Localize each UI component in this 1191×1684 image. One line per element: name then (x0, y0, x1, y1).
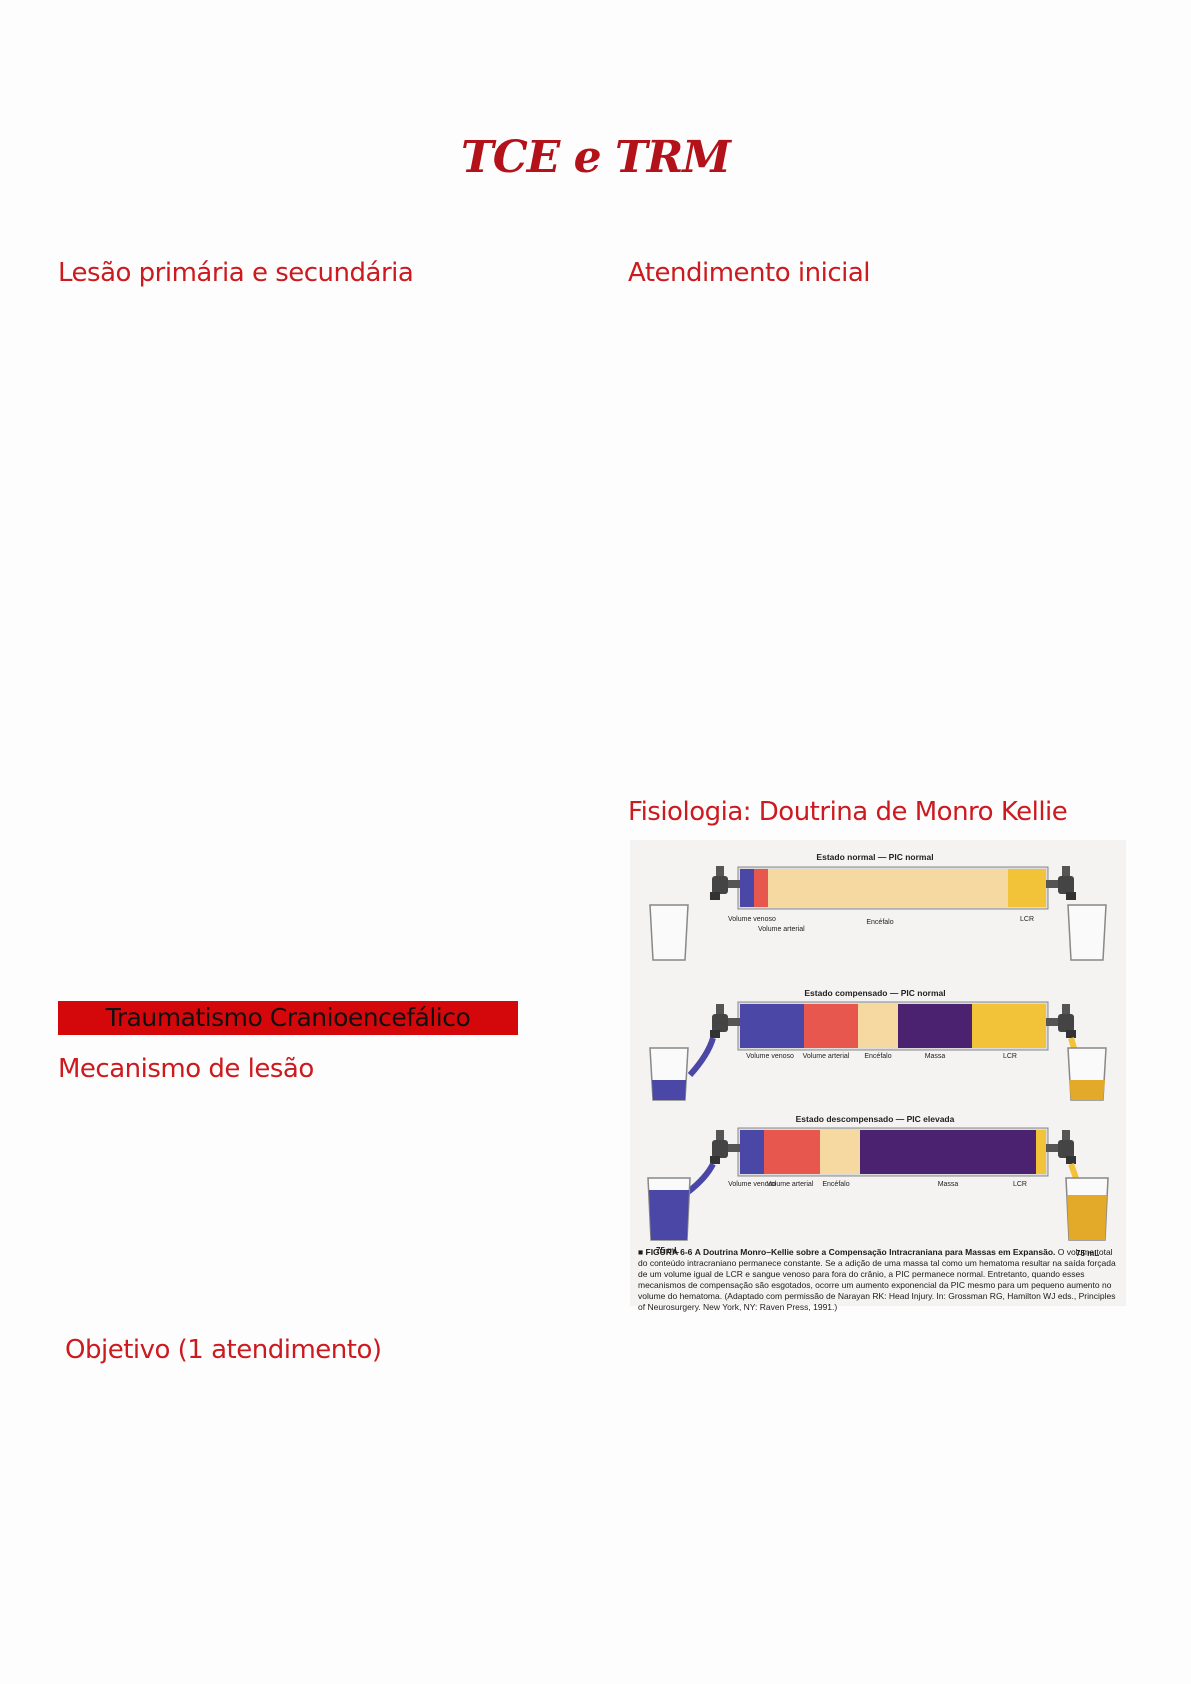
state3-label-encefalo: Encéfalo (822, 1181, 849, 1188)
state2-label-arterial: Volume arterial (803, 1053, 850, 1060)
heading-atendimento: Atendimento inicial (628, 258, 870, 288)
caption-label: ■ FIGURA 6-6 (638, 1247, 692, 1257)
state2-tube (738, 1002, 1048, 1050)
state2-label-venoso: Volume venoso (746, 1053, 794, 1060)
state1-label-encefalo: Encéfalo (866, 919, 893, 926)
monro-kellie-diagram: Estado normal — PIC normal Volume venoso (630, 840, 1126, 1306)
caption-title: A Doutrina Monro–Kellie sobre a Compensa… (695, 1247, 1056, 1257)
heading-objetivo: Objetivo (1 atendimento) (65, 1335, 382, 1365)
state3-label-arterial: Volume arterial (767, 1181, 814, 1188)
beaker-icon (650, 1048, 688, 1100)
state2-title: Estado compensado — PIC normal (804, 988, 945, 998)
beaker-icon (1068, 1048, 1106, 1100)
figure-caption: ■ FIGURA 6-6 A Doutrina Monro–Kellie sob… (638, 1247, 1123, 1313)
beaker-icon (648, 1178, 690, 1240)
state1-label-venoso: Volume venoso (728, 916, 776, 923)
beaker-icon (1068, 905, 1106, 960)
beaker-icon (650, 905, 688, 960)
banner-tce: Traumatismo Cranioencefálico (58, 1001, 518, 1035)
heading-mecanismo: Mecanismo de lesão (58, 1054, 314, 1084)
state2-label-massa: Massa (925, 1053, 946, 1060)
state3-title: Estado descompensado — PIC elevada (796, 1114, 955, 1124)
state3-tube (738, 1128, 1048, 1176)
state1-label-arterial: Volume arterial (758, 926, 805, 933)
state1-tube (738, 867, 1048, 909)
page-title: TCE e TRM (0, 132, 1191, 183)
state1-title: Estado normal — PIC normal (816, 852, 933, 862)
heading-fisiologia: Fisiologia: Doutrina de Monro Kellie (628, 797, 1067, 827)
state2-label-lcr: LCR (1003, 1053, 1017, 1060)
beaker-icon (1066, 1178, 1108, 1240)
faucet-icon (710, 866, 740, 900)
state1-label-lcr: LCR (1020, 916, 1034, 923)
state3-label-massa: Massa (938, 1181, 959, 1188)
faucet-icon (1046, 866, 1076, 900)
faucet-icon (690, 1004, 740, 1075)
state3-label-lcr: LCR (1013, 1181, 1027, 1188)
monro-kellie-figure: Estado normal — PIC normal Volume venoso (630, 840, 1126, 1306)
heading-lesao: Lesão primária e secundária (58, 258, 413, 288)
state2-label-encefalo: Encéfalo (864, 1053, 891, 1060)
